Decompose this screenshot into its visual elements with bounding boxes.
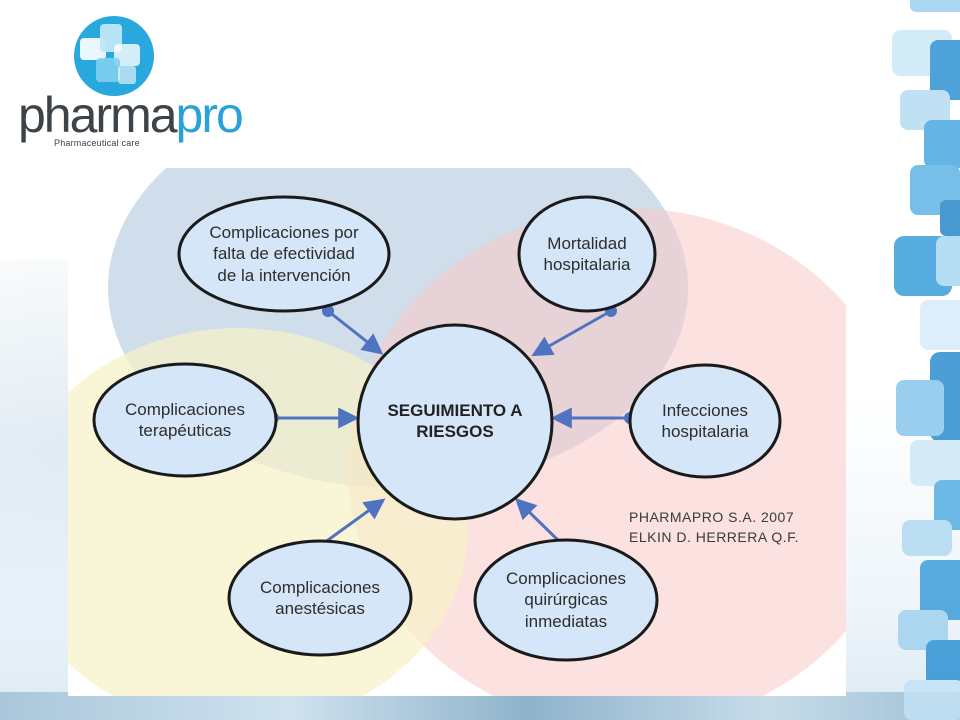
node-mortalidad: Mortalidad hospitalaria [543,233,631,274]
logo-wordmark: pharmapro [18,87,244,143]
node-quirurgicas: Complicaciones quirúrgicas inmediatas [506,569,626,631]
bottom-decorative-band [0,692,960,720]
node-terapeuticas-shape [92,362,278,478]
diagram-canvas [68,168,846,696]
center-circle [356,323,554,521]
diagram-credit: PHARMAPRO S.A. 2007 ELKIN D. HERRERA Q.F… [629,509,799,545]
pharmapro-logo: pharmapro Pharmaceutical care [14,14,244,154]
node-quirurgicas-shape [473,538,659,662]
node-falta-efectividad-shape [177,195,391,313]
logo-cross-emblem [74,16,154,96]
decorative-tiles [892,0,960,720]
center-node-label: SEGUIMIENTO A RIESGOS [387,400,523,441]
node-infecciones-shape [628,363,782,479]
risk-tracking-diagram: SEGUIMIENTO A RIESGOS Complicaciones por… [68,168,846,696]
node-infecciones: Infecciones hospitalaria [661,400,749,441]
node-anestesicas: Complicaciones anestésicas [260,577,380,618]
node-falta-efectividad: Complicaciones por falta de efectividad … [209,223,359,285]
node-mortalidad-shape [517,195,657,313]
connector-falta-efectividad [327,309,384,355]
node-terapeuticas: Complicaciones terapéuticas [125,399,245,440]
node-anestesicas-shape [227,539,413,657]
logo-tagline: Pharmaceutical care [54,138,140,148]
connector-mortalidad [531,309,612,357]
